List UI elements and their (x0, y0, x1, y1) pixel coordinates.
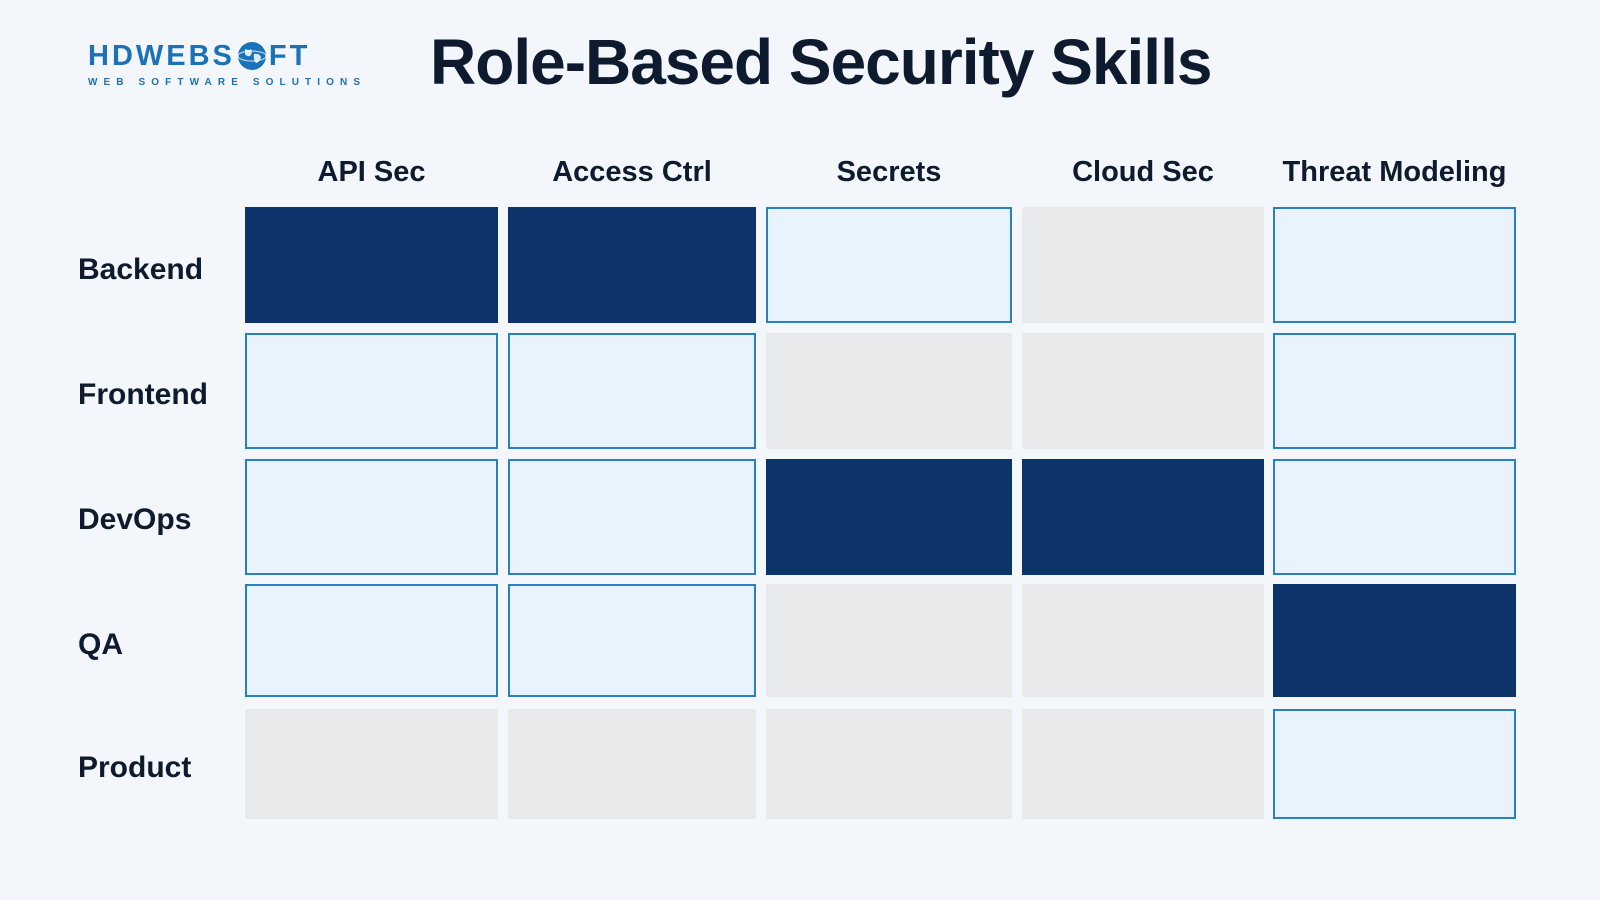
heatmap-cell (245, 333, 498, 449)
heatmap-cell (508, 584, 756, 697)
chart-title: Role-Based Security Skills (430, 26, 1212, 98)
heatmap-cell (766, 207, 1012, 323)
brand-wordmark: HDWEBS FT (88, 40, 388, 72)
heatmap-cell (245, 584, 498, 697)
heatmap-cell (1273, 459, 1516, 575)
heatmap-cell (508, 459, 756, 575)
heatmap-cell (245, 709, 498, 819)
heatmap-cell (766, 333, 1012, 449)
heatmap-cell (508, 333, 756, 449)
row-header: QA (78, 628, 123, 661)
heatmap-cell (766, 459, 1012, 575)
row-header: Product (78, 751, 192, 784)
heatmap-cell (1273, 584, 1516, 697)
column-header: Access Ctrl (552, 156, 712, 188)
brand-name-suffix: FT (268, 39, 311, 72)
column-header: Cloud Sec (1072, 156, 1214, 188)
heatmap-cell (766, 584, 1012, 697)
heatmap-cell (1273, 709, 1516, 819)
row-header: DevOps (78, 503, 192, 536)
heatmap-cell (245, 459, 498, 575)
heatmap-cell (245, 207, 498, 323)
column-header: API Sec (317, 156, 426, 188)
brand-name-prefix: HDWEBS (88, 39, 235, 72)
heatmap-cell (508, 207, 756, 323)
column-header: Threat Modeling (1282, 156, 1507, 188)
brand-logo: HDWEBS FT WEB SOFTWARE SOLUTIONS (88, 40, 388, 96)
brand-tagline: WEB SOFTWARE SOLUTIONS (88, 77, 367, 88)
globe-icon (236, 40, 268, 72)
heatmap-cell (1022, 709, 1264, 819)
heatmap-cell (1022, 207, 1264, 323)
heatmap-cell (1273, 207, 1516, 323)
heatmap-cell (1022, 459, 1264, 575)
row-header: Frontend (78, 378, 208, 411)
heatmap-cell (766, 709, 1012, 819)
heatmap-cell (1022, 333, 1264, 449)
heatmap-cell (1022, 584, 1264, 697)
heatmap-cell (1273, 333, 1516, 449)
column-header: Secrets (836, 156, 942, 188)
heatmap-cell (508, 709, 756, 819)
row-header: Backend (78, 253, 204, 286)
